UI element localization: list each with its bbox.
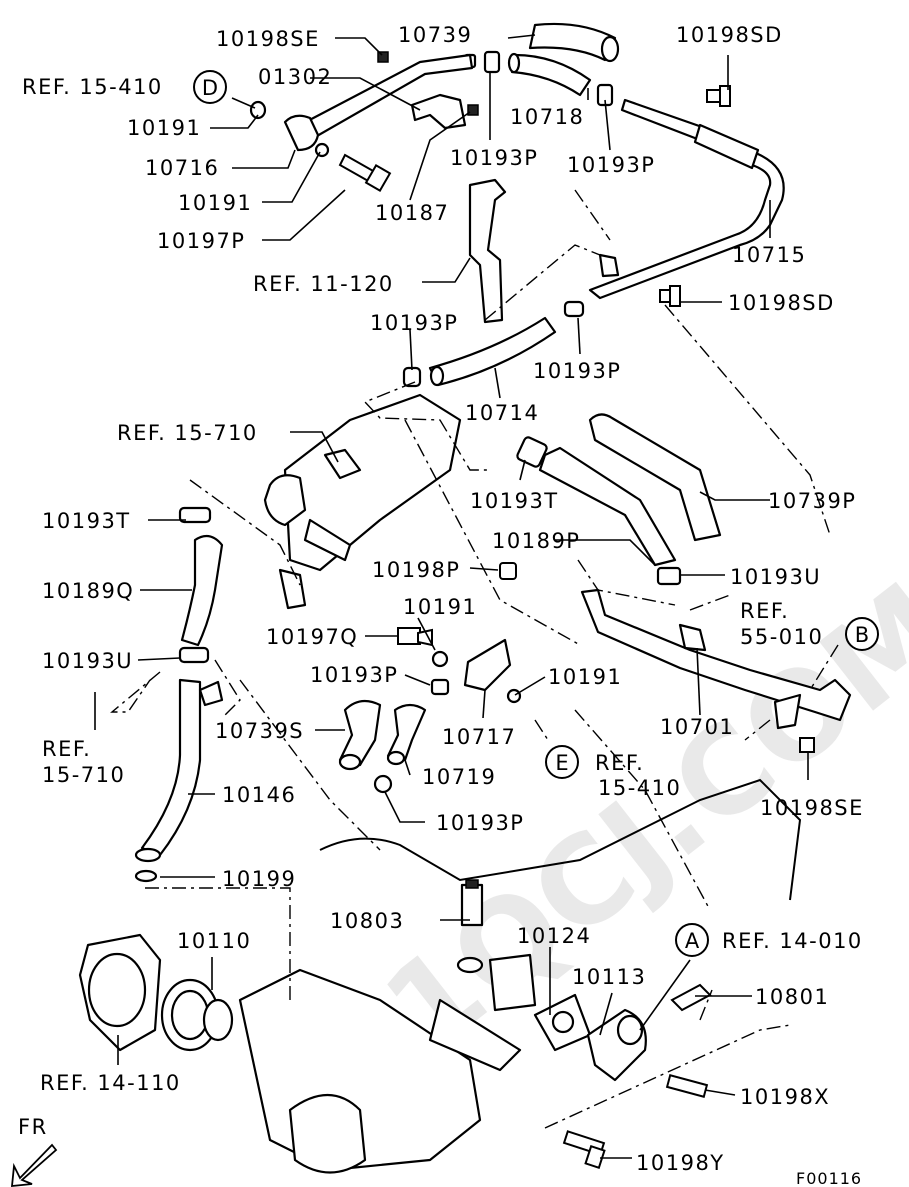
callout-10193T-b: 10193T (42, 509, 131, 533)
hose-10714 (402, 300, 585, 388)
callout-10715: 10715 (732, 243, 806, 267)
callout-10187: 10187 (375, 201, 449, 225)
callout-ref-14-110: REF. 14-110 (40, 1071, 181, 1095)
callout-10191-d: 10191 (548, 665, 622, 689)
callout-10803: 10803 (330, 909, 404, 933)
callout-10193P-e: 10193P (310, 663, 398, 687)
ref-circle-d: D (193, 70, 227, 104)
bolt-10198Y (562, 1130, 606, 1169)
callout-ref-15-410-b: REF. (595, 751, 644, 775)
callout-10193P-b: 10193P (567, 153, 655, 177)
callout-10739S: 10739S (215, 719, 304, 743)
callout-10197P: 10197P (157, 229, 245, 253)
front-label: FR (18, 1115, 48, 1139)
bracket-11-120 (468, 178, 507, 324)
bolts-top (249, 51, 731, 307)
callout-10714: 10714 (465, 401, 539, 425)
pipe-10716 (283, 53, 474, 152)
callout-10718: 10718 (510, 105, 584, 129)
callout-10193P-d: 10193P (533, 359, 621, 383)
svg-text:A: A (685, 929, 700, 953)
elbow-14-010 (586, 1008, 647, 1082)
callout-10124: 10124 (517, 924, 591, 948)
pipe-10701 (580, 588, 852, 730)
callout-55-010: 55-010 (740, 625, 823, 649)
callout-10719: 10719 (422, 765, 496, 789)
callout-ref-11-120: REF. 11-120 (253, 272, 394, 296)
callout-10193U-a: 10193U (730, 565, 821, 589)
callout-ref-15-710-a: REF. 15-710 (117, 421, 258, 445)
callout-10191-c: 10191 (403, 595, 477, 619)
callout-ref-15-710-b: REF. (42, 737, 91, 761)
callout-10716: 10716 (145, 156, 219, 180)
callout-ref-15-410-top: REF. 15-410 (22, 75, 163, 99)
figure-code: F00116 (796, 1169, 862, 1187)
callout-labels: 10198SE 10739 10198SD REF. 15-410 01302 … (22, 23, 864, 1175)
callout-10193U-b: 10193U (42, 649, 133, 673)
manifold-15-710 (263, 393, 462, 610)
pipe-10715 (588, 98, 785, 300)
ref-circle-b: B (845, 617, 879, 651)
housing-10124 (488, 953, 537, 1012)
callout-10191-b: 10191 (178, 191, 252, 215)
front-arrow: FR (10, 1115, 58, 1187)
leader-lines (94, 34, 809, 1159)
callout-10198P: 10198P (372, 558, 460, 582)
callout-10193T-a: 10193T (470, 489, 559, 513)
pipe-10146 (134, 678, 224, 883)
callout-10701: 10701 (660, 715, 734, 739)
bolt-10198X (665, 1074, 709, 1098)
callout-10739: 10739 (398, 23, 472, 47)
hose-10739S (338, 699, 382, 771)
callout-10189P: 10189P (492, 529, 580, 553)
dashed-guides (110, 189, 839, 1129)
callout-10717: 10717 (442, 725, 516, 749)
callout-10198X: 10198X (740, 1085, 830, 1109)
callout-10198SD-top: 10198SD (676, 23, 783, 47)
callout-10193P-f: 10193P (436, 811, 524, 835)
sensor-10801 (670, 983, 712, 1012)
callout-10198SE-b: 10198SE (760, 796, 864, 820)
hose-10719 (373, 703, 427, 794)
callout-15-410: 15-410 (598, 776, 681, 800)
callout-ref-14-010: REF. 14-010 (722, 929, 863, 953)
callout-15-710: 15-710 (42, 763, 125, 787)
callout-10199: 10199 (222, 867, 296, 891)
callout-10189Q: 10189Q (42, 579, 134, 603)
housing-14-110 (78, 933, 162, 1052)
callout-10739P: 10739P (768, 489, 856, 513)
hose-10189P (516, 436, 682, 586)
hose-10718 (507, 52, 592, 97)
callout-10193P-a: 10193P (450, 146, 538, 170)
callout-ref-b-a: REF. (740, 599, 789, 623)
callout-10110: 10110 (177, 929, 251, 953)
ref-circle-e: E (545, 745, 579, 779)
hose-10739P (588, 413, 722, 542)
bracket-01302 (410, 93, 467, 130)
callout-10198SD-b: 10198SD (728, 291, 835, 315)
callout-10113: 10113 (572, 965, 646, 989)
callout-10191-a: 10191 (127, 116, 201, 140)
engine-block (238, 778, 802, 1174)
svg-text:D: D (202, 76, 218, 100)
sensor-10803 (456, 879, 484, 974)
hose-10739 (528, 22, 620, 63)
svg-text:E: E (555, 751, 568, 775)
svg-text:B: B (855, 623, 869, 647)
callout-10146: 10146 (222, 783, 296, 807)
hose-10189Q (178, 506, 224, 664)
ref-circle-a: A (675, 923, 709, 957)
callout-10198Y: 10198Y (636, 1151, 725, 1175)
callout-10193P-c: 10193P (370, 311, 458, 335)
callout-10197Q: 10197Q (266, 625, 358, 649)
callout-10198SE-top: 10198SE (216, 27, 320, 51)
callout-10801: 10801 (755, 985, 829, 1009)
callout-01302: 01302 (258, 65, 332, 89)
thermostat-10110 (160, 978, 234, 1052)
